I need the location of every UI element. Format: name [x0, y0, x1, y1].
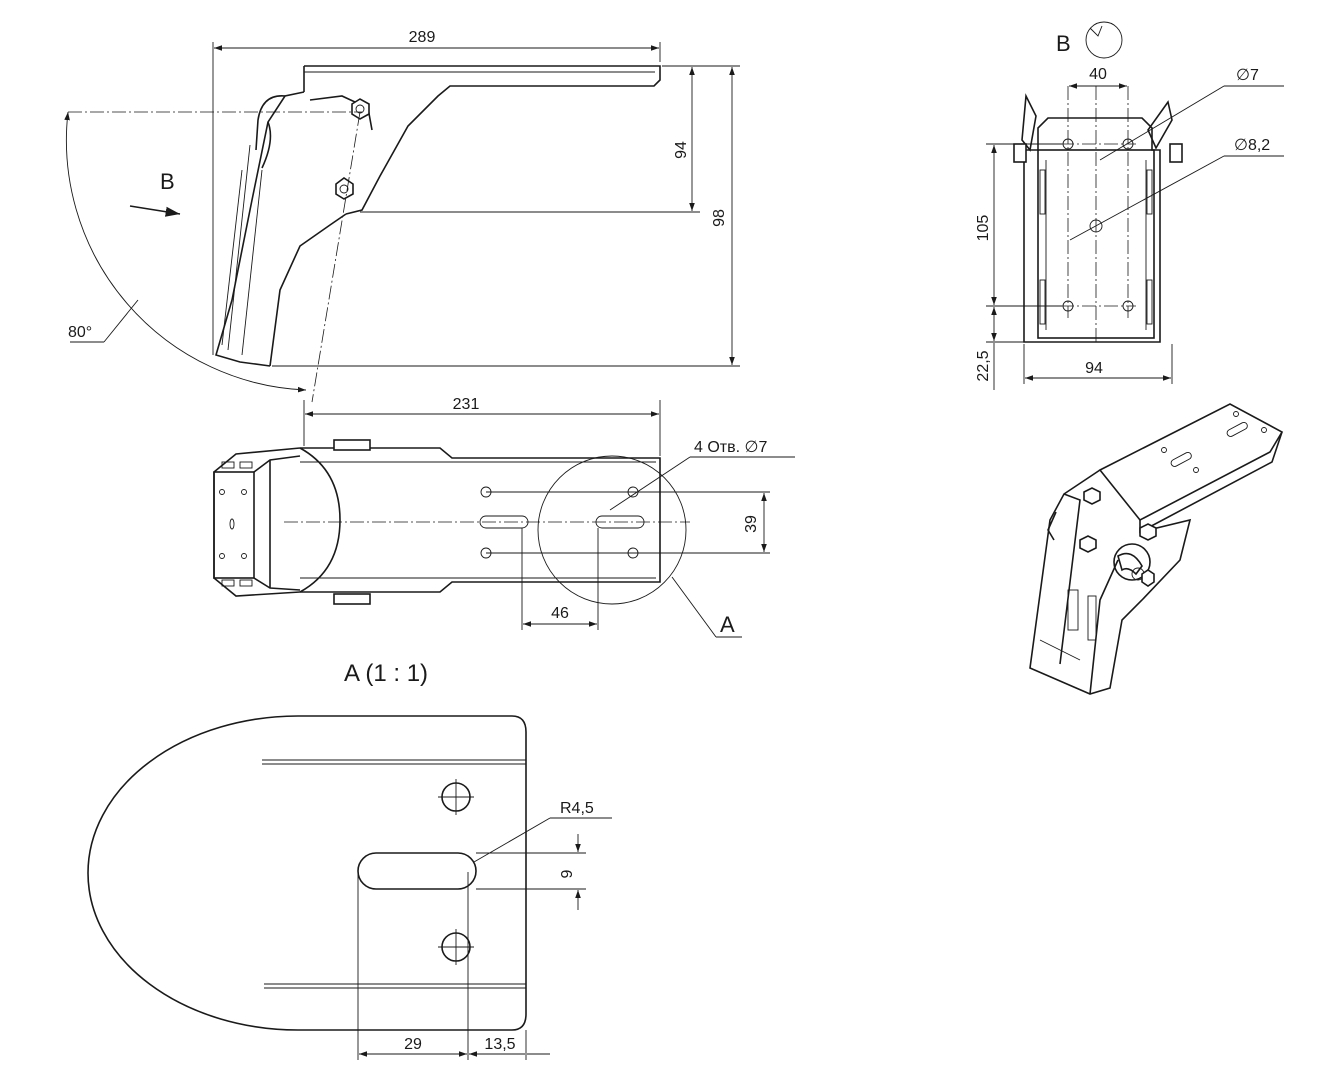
rotation-icon — [1085, 21, 1123, 59]
holes-note: 4 Отв. ∅7 — [694, 439, 767, 456]
view-b-title: B — [1056, 31, 1071, 56]
bolt-head-top — [351, 98, 370, 120]
detail-view: A (1 : 1) R4,5 9 29 13,5 — [87, 660, 612, 1060]
isometric-view — [1029, 403, 1284, 695]
view-b: B 40 ∅7 — [975, 21, 1284, 390]
dim-top-length: 231 — [453, 396, 480, 413]
dim-height: 105 — [975, 215, 992, 242]
view-arrow-label: B — [160, 169, 175, 194]
dim-total-height: 98 — [711, 209, 728, 227]
dim-13-5: 13,5 — [484, 1036, 515, 1053]
top-view: A 231 4 Отв. ∅7 39 46 — [213, 396, 795, 638]
detail-label: A — [720, 612, 735, 637]
bolt-left — [1013, 143, 1027, 163]
hole-large-label: ∅8,2 — [1234, 137, 1270, 154]
dim-upper-height: 94 — [673, 141, 690, 159]
dim-top: 40 — [1089, 66, 1107, 83]
dim-hole-spacing: 39 — [743, 515, 760, 533]
hole-small-label: ∅7 — [1236, 67, 1259, 84]
side-view: 80° B 289 94 98 — [64, 29, 740, 403]
detail-title: A (1 : 1) — [344, 660, 428, 687]
bolt-right — [1169, 143, 1183, 163]
dim-width: 94 — [1085, 360, 1103, 377]
angle-label: 80° — [68, 324, 92, 341]
dim-total-length: 289 — [409, 29, 436, 46]
dim-slot-width: 9 — [559, 869, 576, 878]
bolt-top — [333, 439, 371, 451]
dim-slot-offset: 46 — [551, 605, 569, 622]
dim-bottom-offset: 22,5 — [975, 350, 992, 381]
bolt-head-bottom — [335, 177, 354, 200]
dim-29: 29 — [404, 1036, 422, 1053]
radius-label: R4,5 — [560, 800, 594, 817]
bolt-bottom — [333, 593, 371, 605]
